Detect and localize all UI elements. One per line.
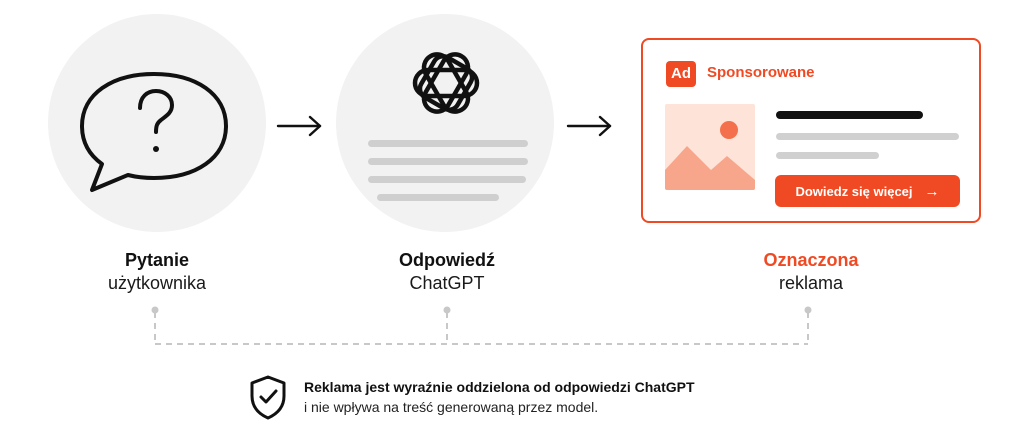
- note-line-2: i nie wpływa na treść generowaną przez m…: [304, 399, 599, 415]
- step-user-question-circle: [48, 14, 266, 232]
- step-title: Odpowiedź: [399, 250, 495, 270]
- step-subtitle: użytkownika: [107, 273, 207, 293]
- step-chatgpt-answer-circle: [336, 14, 554, 232]
- speech-bubble-question-icon: [80, 72, 228, 192]
- placeholder-line: [368, 176, 526, 183]
- learn-more-label: Dowiedz się więcej: [795, 183, 913, 199]
- note-text: Reklama jest wyraźnie oddzielona od odpo…: [304, 377, 695, 417]
- step-label-chatgpt-answer: Odpowiedź ChatGPT: [327, 249, 567, 295]
- step-title: Pytanie: [124, 250, 190, 270]
- step-subtitle: ChatGPT: [409, 273, 485, 293]
- answer-placeholder-lines: [368, 140, 528, 212]
- ad-text-bar: [776, 133, 959, 140]
- placeholder-line: [377, 194, 499, 201]
- note-line-1: Reklama jest wyraźnie oddzielona od odpo…: [304, 379, 695, 395]
- placeholder-line: [368, 140, 528, 147]
- step-title: Oznaczona: [763, 250, 859, 270]
- image-placeholder-icon: [665, 104, 755, 190]
- sponsored-ad-card: Ad Sponsorowane Dowiedz się więcej →: [641, 38, 981, 223]
- arrow-right-icon: →: [924, 182, 940, 200]
- arrow-right-icon: [566, 115, 612, 137]
- sponsored-label: Sponsorowane: [707, 64, 815, 81]
- placeholder-line: [368, 158, 528, 165]
- step-subtitle: reklama: [778, 273, 844, 293]
- ad-headline-bar: [776, 111, 923, 119]
- openai-logo-icon: [412, 52, 480, 114]
- arrow-right-icon: [276, 115, 322, 137]
- step-label-marked-ad: Oznaczona reklama: [691, 249, 931, 295]
- separation-note: Reklama jest wyraźnie oddzielona od odpo…: [248, 374, 695, 420]
- learn-more-button[interactable]: Dowiedz się więcej →: [775, 175, 960, 207]
- ad-text-bar: [776, 152, 879, 159]
- ad-badge: Ad: [666, 61, 696, 87]
- step-label-user-question: Pytanie użytkownika: [37, 249, 277, 295]
- shield-check-icon: [250, 375, 286, 420]
